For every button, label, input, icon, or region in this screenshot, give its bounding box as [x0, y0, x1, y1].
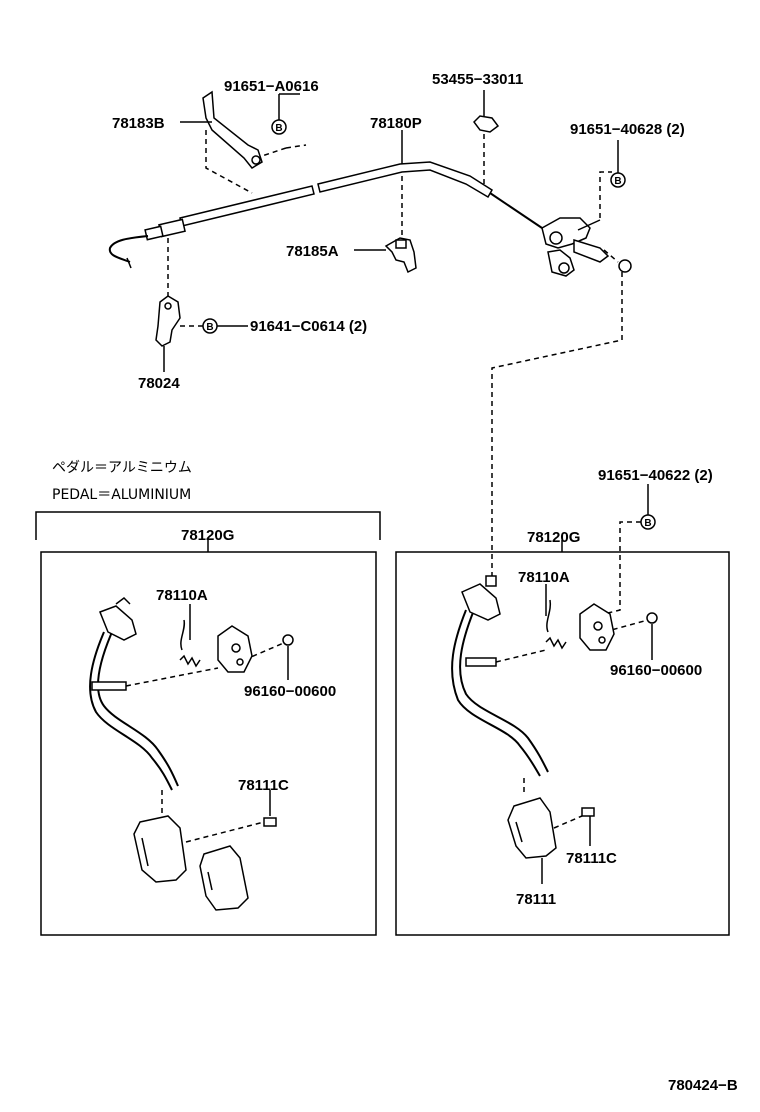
svg-text:B: B [206, 322, 213, 333]
right-pin-78111C [581, 807, 595, 817]
label-78024: 78024 [138, 375, 180, 392]
right-pedal-box [395, 551, 730, 936]
label-78120G-right: 78120G [527, 529, 580, 546]
label-96160-00600-left: 96160−00600 [244, 683, 336, 700]
label-91641-C0614: 91641−C0614 (2) [250, 318, 367, 335]
bolt-mark-a0616: B [271, 119, 287, 135]
left-cam-plate [217, 625, 253, 673]
label-78180P: 78180P [370, 115, 422, 132]
clip-53455-33011 [473, 90, 500, 133]
svg-text:B: B [275, 123, 282, 134]
label-78185A: 78185A [286, 243, 339, 260]
label-78110A-left: 78110A [156, 587, 208, 604]
right-nut [646, 612, 658, 624]
right-pedal-pad [507, 797, 557, 859]
label-78111: 78111 [516, 891, 556, 908]
right-return-spring [545, 599, 567, 650]
note-en: PEDAL＝ALUMINIUM [52, 487, 191, 503]
cable-end-bracket [541, 217, 632, 277]
bracket-78024 [155, 295, 181, 347]
label-78111C-right: 78111C [566, 850, 617, 867]
bolt-mark-40628: B [610, 172, 626, 188]
label-78120G-left: 78120G [181, 527, 234, 544]
bracket-78183B [180, 90, 263, 169]
bolt-mark-40622: B [640, 514, 656, 530]
label-78111C-left: 78111C [238, 777, 289, 794]
left-pedal-arm [89, 597, 179, 791]
cable-78180P [108, 161, 546, 269]
label-91651-40622: 91651−40622 (2) [598, 467, 713, 484]
left-pin-78111C [263, 817, 277, 827]
note-jp: ペダル＝アルミニウム [52, 460, 192, 476]
svg-text:B: B [644, 518, 651, 529]
right-pedal-arm [451, 575, 549, 777]
left-return-spring [179, 619, 201, 668]
clamp-78185A [384, 237, 417, 274]
label-78183B: 78183B [112, 115, 165, 132]
label-91651-40628: 91651−40628 (2) [570, 121, 685, 138]
label-96160-00600-right: 96160−00600 [610, 662, 702, 679]
label-91651-A0616: 91651−A0616 [224, 78, 319, 95]
svg-text:B: B [614, 176, 621, 187]
right-cam-plate [579, 603, 615, 651]
label-53455-33011: 53455−33011 [432, 71, 523, 88]
left-pedal-pad-front [133, 815, 187, 883]
left-pedal-pad-rear [199, 845, 249, 911]
group-bracket [35, 511, 381, 540]
left-nut [282, 634, 294, 646]
label-78110A-right: 78110A [518, 569, 570, 586]
bolt-mark-c0614: B [202, 318, 218, 334]
diagram-code: 780424−B [668, 1077, 738, 1094]
